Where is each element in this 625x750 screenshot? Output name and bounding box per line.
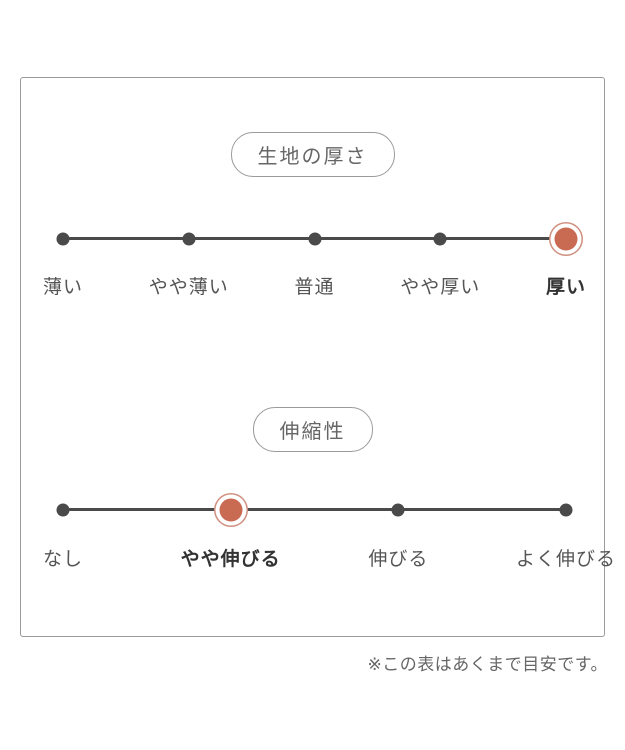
selected-marker [554, 227, 578, 250]
thickness-title-pill: 生地の厚さ [230, 132, 395, 177]
scale-option-label: よく伸びる [515, 548, 617, 570]
scale-dot [433, 232, 447, 245]
scale-option-label: 厚い [545, 276, 587, 298]
scale-dot [559, 503, 573, 516]
scale-option-label: やや伸びる [180, 548, 281, 570]
stretch-scale-track [56, 498, 573, 521]
scale-option-label: やや薄い [148, 276, 229, 298]
scale-dot [308, 232, 321, 245]
scale-option-label: 伸びる [368, 548, 429, 570]
scale-option-label: 薄い [42, 276, 84, 298]
scale-dot [56, 503, 70, 516]
disclaimer-note: ※この表はあくまで目安です。 [367, 655, 608, 675]
scale-option-label: なし [42, 548, 84, 570]
scale-dot [182, 232, 196, 245]
scale-option-label: 普通 [294, 276, 335, 298]
thickness-title-wrap: 生地の厚さ [21, 132, 604, 177]
stretch-title-pill: 伸縮性 [252, 407, 373, 452]
thickness-scale-labels: 薄い やや薄い 普通 やや厚い 厚い [43, 272, 585, 298]
scale-dot [56, 232, 70, 245]
spec-box: 生地の厚さ 薄い やや薄い 普通 やや厚い 厚い 伸縮性 なし やや伸びる 伸びる よく伸びる [20, 77, 615, 637]
scale-dot [391, 503, 405, 516]
stretch-scale-labels: なし やや伸びる 伸びる よく伸びる [43, 544, 615, 570]
thickness-scale-track [56, 227, 578, 250]
scale-option-label: やや厚い [400, 276, 481, 298]
selected-marker [219, 498, 243, 521]
stretch-title-wrap: 伸縮性 [21, 407, 604, 452]
